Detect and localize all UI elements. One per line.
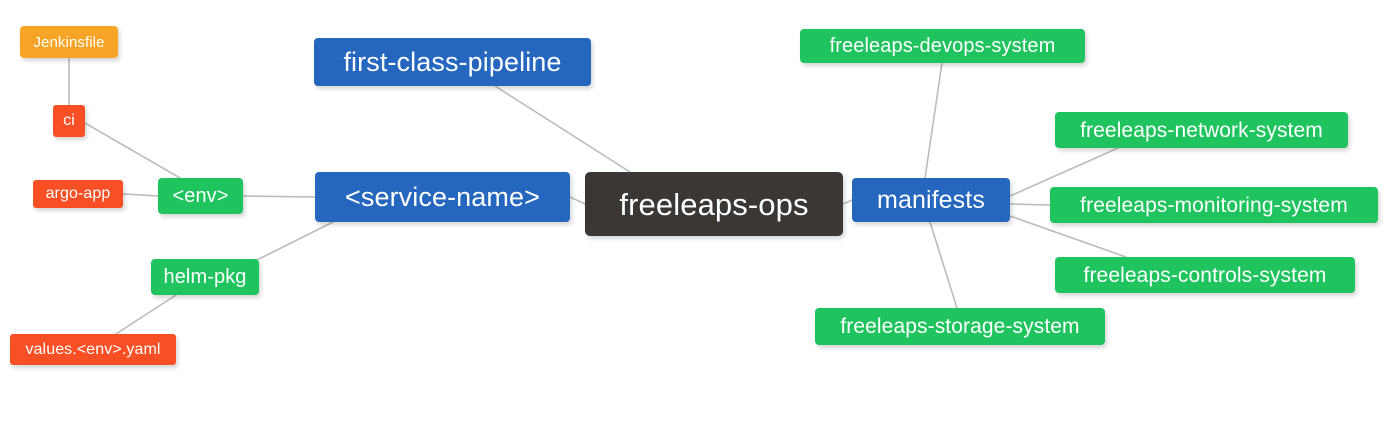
node-label-values-env-yaml: values.<env>.yaml [25,340,161,358]
edge-env-to-argo-app [122,193,159,197]
edge-helm-pkg-to-values-env-yaml [115,294,177,335]
node-label-freeleaps-monitoring-system: freeleaps-monitoring-system [1080,193,1348,217]
node-manifests[interactable]: manifests [852,178,1010,222]
node-label-freeleaps-network-system: freeleaps-network-system [1080,118,1323,142]
node-label-argo-app: argo-app [45,185,111,202]
node-helm-pkg[interactable]: helm-pkg [151,259,259,295]
node-label-helm-pkg: helm-pkg [163,266,247,288]
edge-freeleaps-ops-to-manifests [842,199,853,205]
node-freeleaps-controls-system[interactable]: freeleaps-controls-system [1055,257,1355,293]
edge-service-name-to-env [242,195,316,198]
node-service-name[interactable]: <service-name> [315,172,570,222]
node-freeleaps-devops-system[interactable]: freeleaps-devops-system [800,29,1085,63]
edge-manifests-to-freeleaps-storage-system [929,221,958,309]
node-freeleaps-ops[interactable]: freeleaps-ops [585,172,843,236]
node-label-env: <env> [172,185,229,207]
node-env[interactable]: <env> [158,178,243,214]
node-label-ci: ci [63,112,75,129]
node-freeleaps-network-system[interactable]: freeleaps-network-system [1055,112,1348,148]
node-label-service-name: <service-name> [345,181,540,212]
node-label-freeleaps-storage-system: freeleaps-storage-system [840,315,1080,338]
edge-freeleaps-ops-to-service-name [569,196,586,205]
node-argo-app[interactable]: argo-app [33,180,123,208]
node-freeleaps-monitoring-system[interactable]: freeleaps-monitoring-system [1050,187,1378,223]
node-jenkinsfile[interactable]: Jenkinsfile [20,26,118,58]
node-label-manifests: manifests [877,185,985,214]
node-values-env-yaml[interactable]: values.<env>.yaml [10,334,176,365]
edge-manifests-to-freeleaps-devops-system [924,62,943,179]
node-first-class-pipeline[interactable]: first-class-pipeline [314,38,591,86]
node-label-freeleaps-controls-system: freeleaps-controls-system [1083,263,1327,287]
node-freeleaps-storage-system[interactable]: freeleaps-storage-system [815,308,1105,345]
node-ci[interactable]: ci [53,105,85,137]
edge-env-to-ci [84,122,181,179]
node-label-freeleaps-devops-system: freeleaps-devops-system [829,35,1056,57]
edge-service-name-to-helm-pkg [244,221,334,267]
node-label-freeleaps-ops: freeleaps-ops [619,186,809,222]
node-label-first-class-pipeline: first-class-pipeline [343,46,562,77]
edge-manifests-to-freeleaps-monitoring-system [1009,203,1051,206]
node-label-jenkinsfile: Jenkinsfile [33,33,105,51]
edge-freeleaps-ops-to-first-class-pipeline [494,85,631,173]
